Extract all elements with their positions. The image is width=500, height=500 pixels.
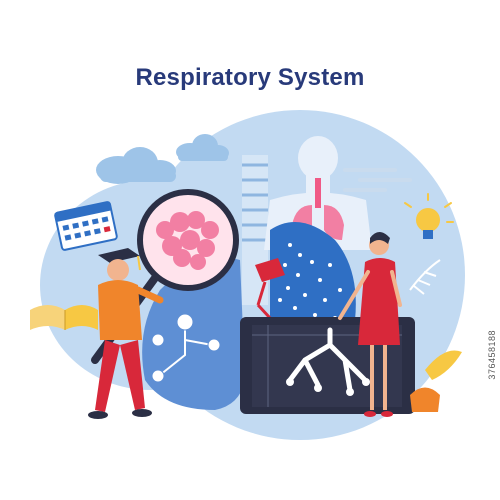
- cloud-icon: [176, 134, 229, 161]
- light-bulb-icon: [404, 193, 454, 239]
- nerve-nodes: [159, 325, 213, 376]
- lung-left: [142, 258, 245, 410]
- feather-icon: [409, 259, 441, 295]
- doctor-figure: [338, 232, 402, 417]
- desk-lamp-icon: [255, 258, 285, 320]
- open-book-icon: [30, 305, 98, 330]
- lung-right: [270, 222, 356, 340]
- wind-icon: [343, 168, 412, 192]
- cloud-icon: [96, 147, 176, 184]
- stock-id: 376458188: [487, 330, 497, 380]
- calendar-icon: [54, 201, 118, 251]
- page-title: Respiratory System: [135, 64, 365, 91]
- student-figure: [88, 248, 164, 419]
- xray-bronchi: [287, 327, 368, 393]
- quill-pen-icon: [410, 350, 462, 412]
